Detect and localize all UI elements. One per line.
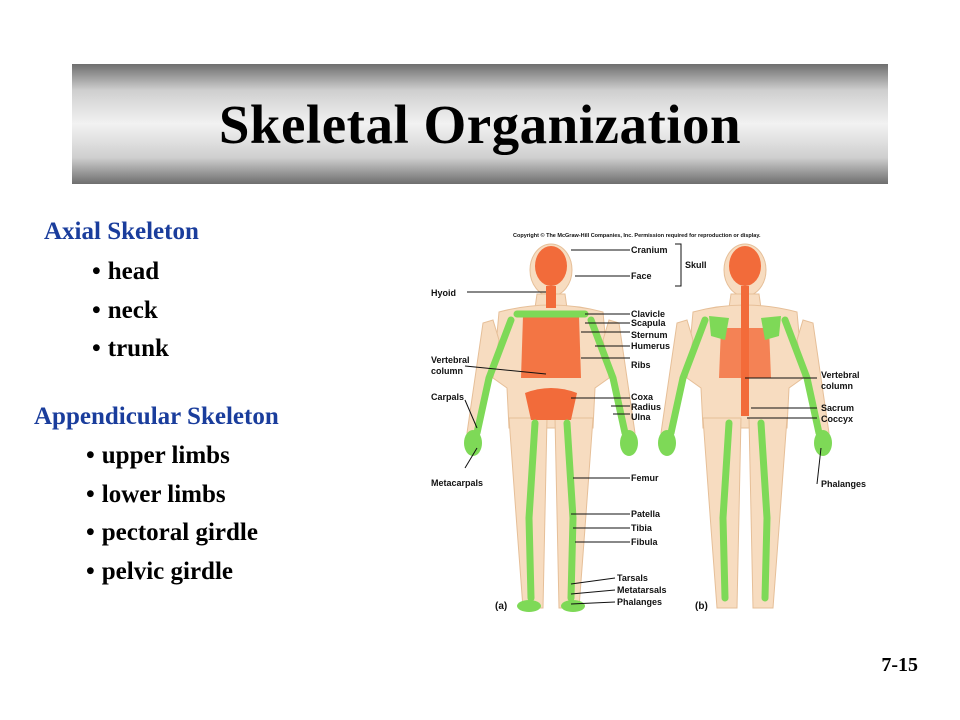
- label-hyoid: Hyoid: [431, 288, 456, 298]
- label-sternum: Sternum: [631, 330, 668, 340]
- label-skull: Skull: [685, 260, 707, 270]
- label-metatarsals: Metatarsals: [617, 585, 667, 595]
- label-face: Face: [631, 271, 652, 281]
- axial-heading: Axial Skeleton: [44, 218, 199, 245]
- list-item: pectoral girdle: [86, 514, 258, 553]
- label-metacarpals: Metacarpals: [431, 478, 483, 488]
- list-item: upper limbs: [86, 437, 258, 476]
- figure-copyright: Copyright © The McGraw-Hill Companies, I…: [513, 232, 761, 239]
- label-phalanges-foot: Phalanges: [617, 597, 662, 607]
- label-phalanges-hand: Phalanges: [821, 479, 866, 489]
- axial-list: head neck trunk: [92, 253, 169, 369]
- label-coxa: Coxa: [631, 392, 654, 402]
- label-sacrum: Sacrum: [821, 403, 854, 413]
- skeleton-back: [658, 243, 832, 609]
- label-vertebral-front-1: Vertebral: [431, 355, 470, 365]
- label-patella: Patella: [631, 509, 661, 519]
- label-fibula: Fibula: [631, 537, 658, 547]
- label-vertebral-front-2: column: [431, 366, 463, 376]
- label-panel-b: (b): [695, 601, 708, 612]
- label-radius: Radius: [631, 402, 661, 412]
- list-item: trunk: [92, 330, 169, 369]
- slide-number: 7-15: [881, 654, 918, 676]
- label-clavicle: Clavicle: [631, 309, 665, 319]
- label-scapula: Scapula: [631, 318, 667, 328]
- label-tarsals: Tarsals: [617, 573, 648, 583]
- label-panel-a: (a): [495, 601, 507, 612]
- label-vertebral-back-2: column: [821, 381, 853, 391]
- label-humerus: Humerus: [631, 341, 670, 351]
- skeleton-front: [464, 243, 638, 612]
- appendicular-list: upper limbs lower limbs pectoral girdle …: [86, 437, 258, 591]
- list-item: lower limbs: [86, 476, 258, 515]
- title-banner: Skeletal Organization: [72, 64, 888, 184]
- label-ulna: Ulna: [631, 412, 651, 422]
- label-femur: Femur: [631, 473, 659, 483]
- label-ribs: Ribs: [631, 360, 651, 370]
- list-item: neck: [92, 292, 169, 331]
- label-carpals: Carpals: [431, 392, 464, 402]
- slide-title: Skeletal Organization: [218, 93, 742, 155]
- label-tibia: Tibia: [631, 523, 653, 533]
- list-item: pelvic girdle: [86, 553, 258, 592]
- list-item: head: [92, 253, 169, 292]
- skeleton-figure: Copyright © The McGraw-Hill Companies, I…: [431, 232, 866, 612]
- label-vertebral-back-1: Vertebral: [821, 370, 860, 380]
- label-cranium: Cranium: [631, 245, 668, 255]
- appendicular-heading: Appendicular Skeleton: [34, 403, 279, 430]
- label-coccyx: Coccyx: [821, 414, 853, 424]
